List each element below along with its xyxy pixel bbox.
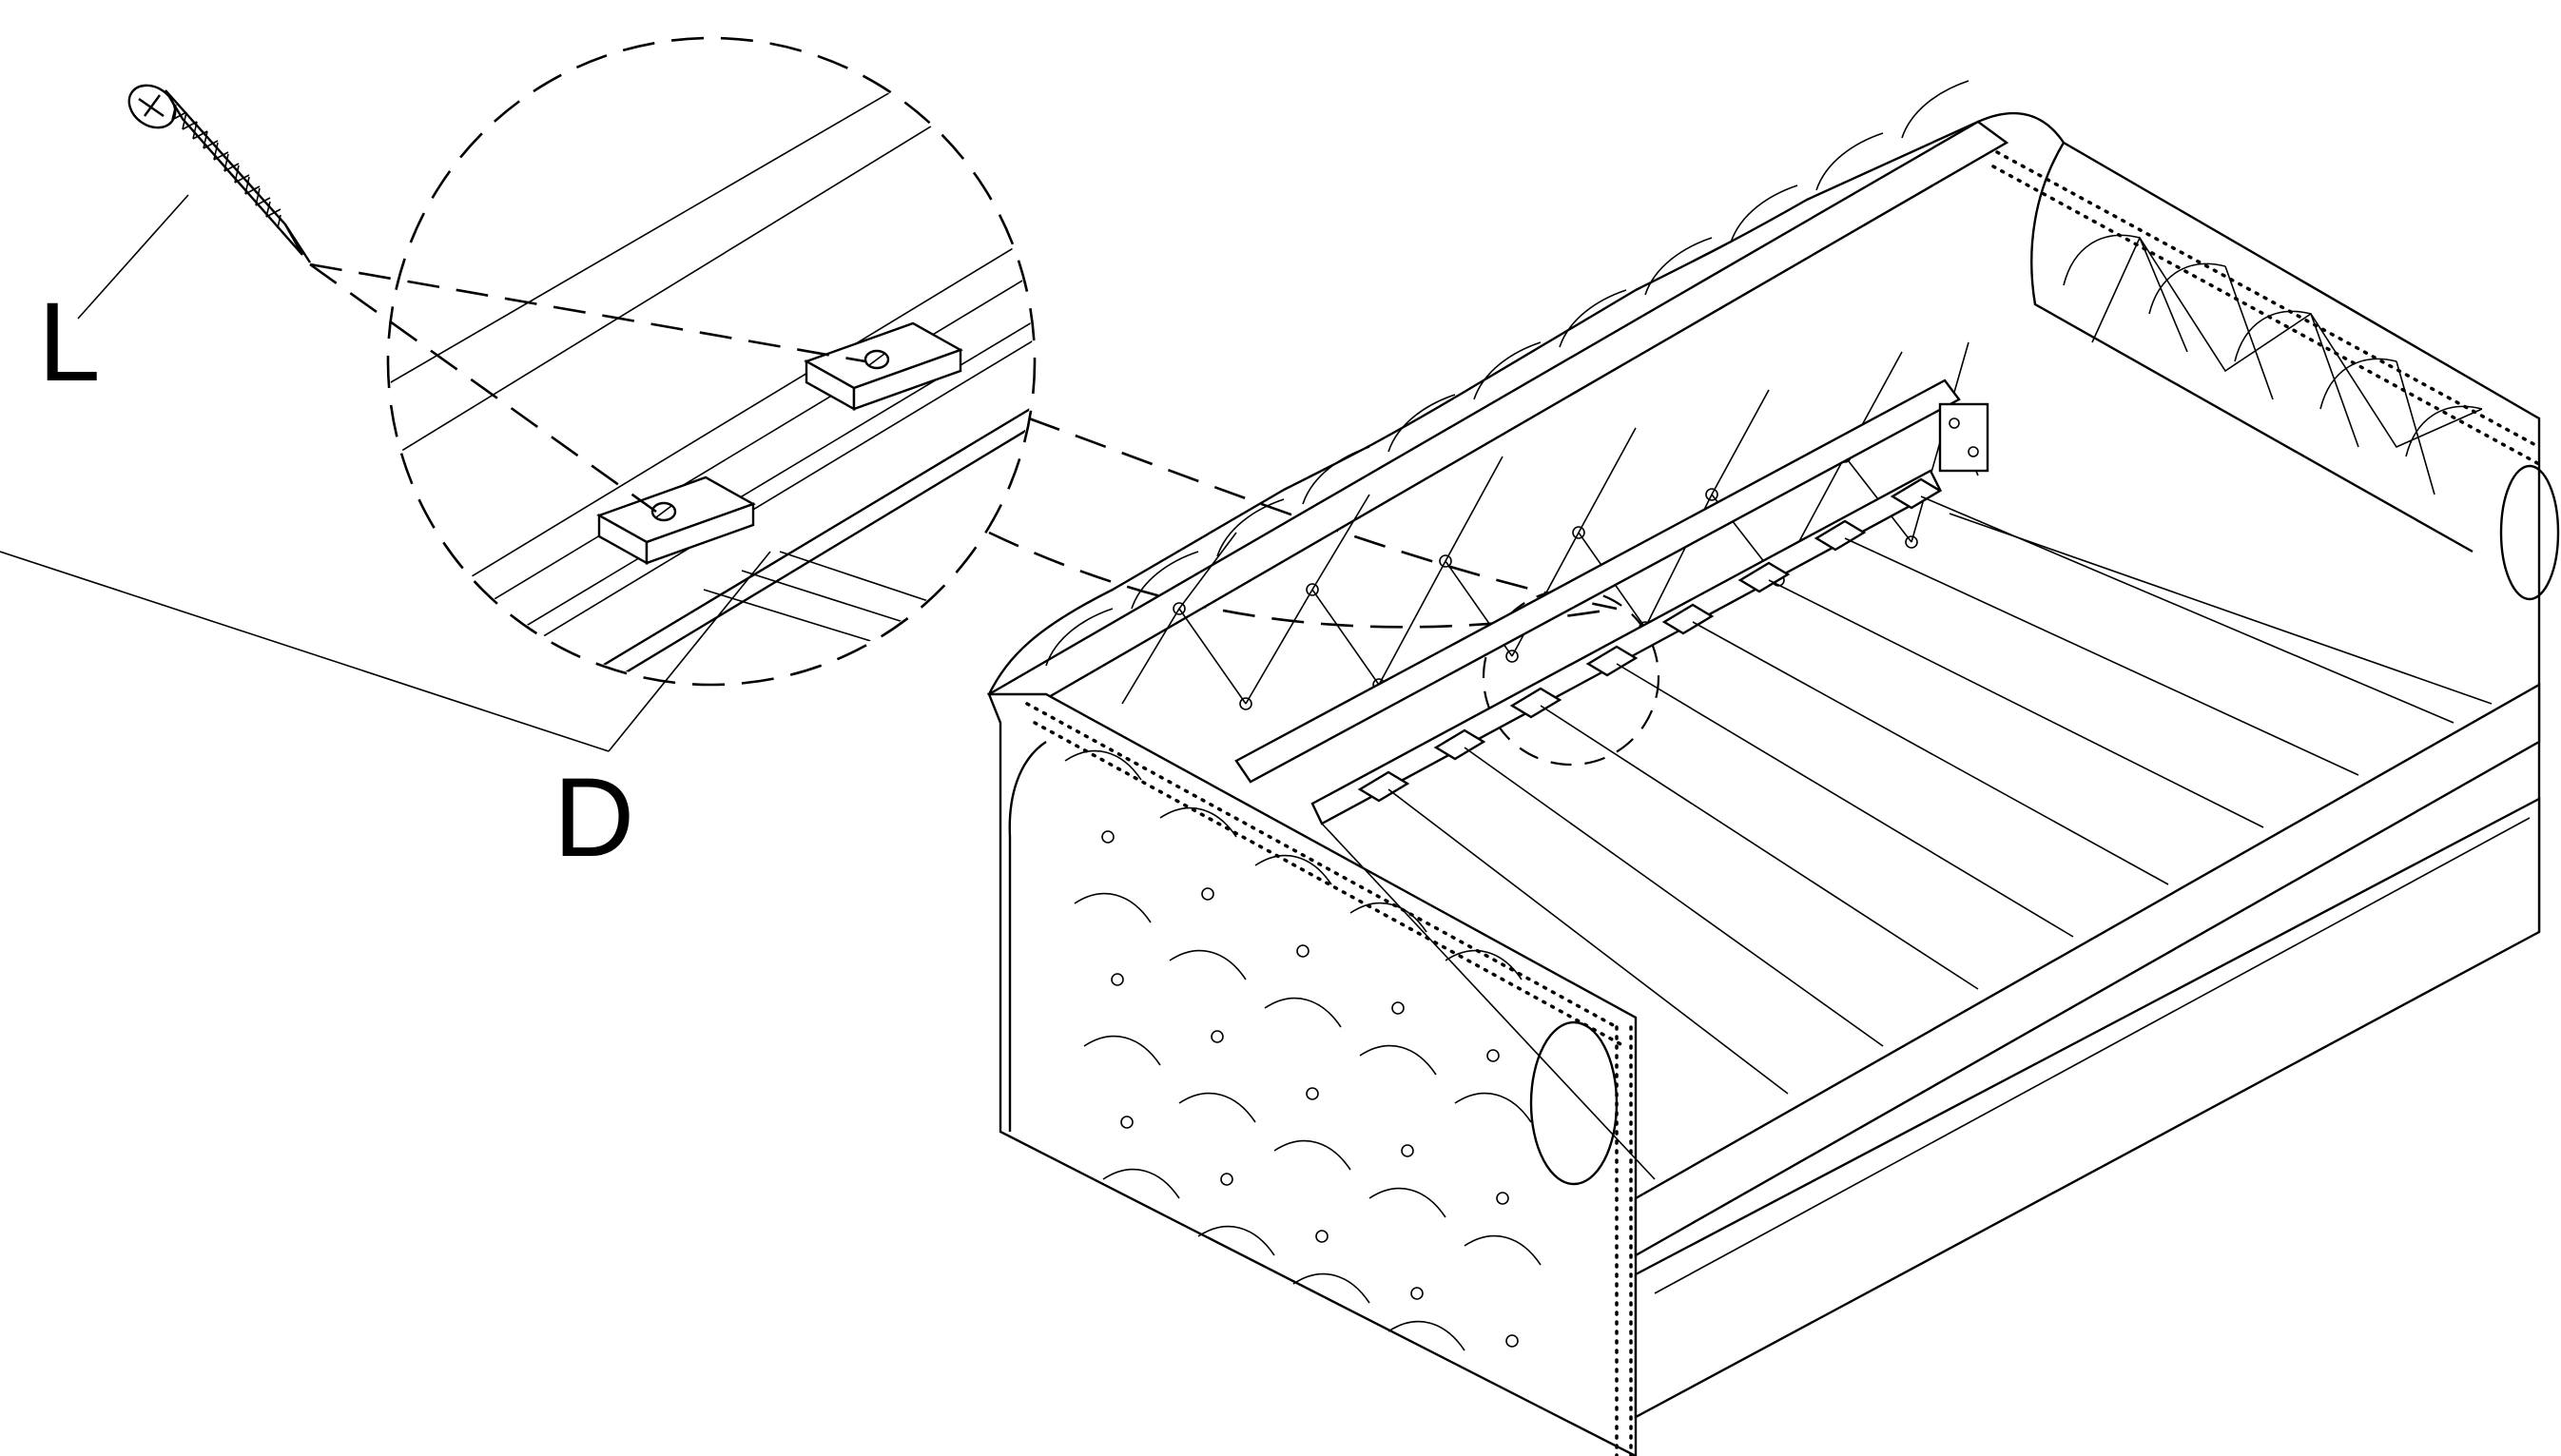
rail-brackets: [1357, 477, 1943, 803]
detail-magnifier: [386, 36, 1037, 687]
leader-line-l: [77, 194, 189, 320]
guide-line-screw-lower: [309, 262, 657, 514]
screw-icon: [127, 84, 312, 263]
guide-line-screw-upper: [309, 262, 866, 363]
callout-label-d: D: [553, 755, 634, 881]
guide-line-zoom-bottom: [988, 531, 1618, 629]
bracket-upper: [804, 321, 963, 412]
daybed: [986, 80, 2560, 1456]
callout-label-l: L: [38, 280, 101, 405]
bracket-lower: [596, 476, 756, 566]
leader-line-d: [0, 551, 610, 752]
